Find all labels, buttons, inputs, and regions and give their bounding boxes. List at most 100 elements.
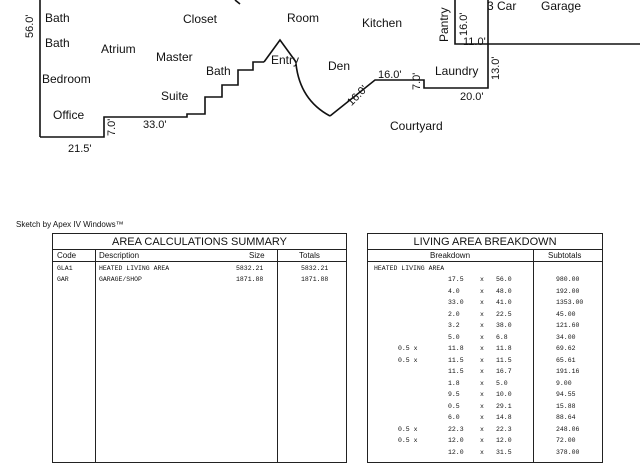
room-label-3-car: 3 Car — [487, 0, 517, 13]
breakdown-width: 29.1 — [496, 402, 512, 410]
multiply-sign: x — [480, 276, 484, 283]
breakdown-length: 9.5 — [448, 391, 460, 398]
multiply-sign: x — [480, 356, 484, 364]
breakdown-length: 4.0 — [448, 287, 460, 295]
breakdown-width: 12.0 — [496, 437, 512, 444]
breakdown-subtotal: 980.00 — [556, 276, 580, 283]
multiply-sign: x — [480, 368, 484, 375]
dim-20-laundry: 20.0' — [460, 91, 484, 103]
room-label-atrium: Atrium — [101, 42, 136, 56]
breakdown-section-label: HEATED LIVING AREA — [374, 265, 445, 272]
breakdown-subtotal: 72.00 — [556, 437, 576, 444]
table-cell-code: GAR — [57, 276, 69, 283]
breakdown-length: 2.0 — [448, 310, 460, 318]
entry-arc — [295, 63, 331, 117]
divider — [368, 249, 602, 250]
column-divider — [533, 249, 534, 462]
room-label-master: Master — [156, 50, 193, 64]
area-summary-panel: AREA CALCULATIONS SUMMARY Code Descripti… — [52, 233, 347, 463]
breakdown-subtotal: 34.00 — [556, 333, 576, 341]
breakdown-width: 14.8 — [496, 414, 512, 421]
breakdown-factor: 0.5 x — [398, 345, 418, 352]
entry-gable — [263, 38, 297, 63]
room-label-closet: Closet — [183, 12, 218, 26]
room-label-pantry: Pantry — [437, 7, 451, 42]
dim-21-5-south: 21.5' — [68, 143, 92, 155]
column-divider — [95, 249, 96, 462]
dim-33-south: 33.0' — [143, 119, 167, 131]
multiply-sign: x — [480, 322, 484, 329]
room-label-bedroom: Bedroom — [42, 72, 91, 86]
breakdown-subtotal: 65.61 — [556, 356, 576, 364]
breakdown-length: 3.2 — [448, 322, 460, 329]
breakdown-length: 1.8 — [448, 379, 460, 387]
room-label-den: Den — [328, 59, 351, 73]
room-label-bath-top: Bath — [45, 11, 70, 25]
sketch-credit: Sketch by Apex IV Windows™ — [16, 220, 124, 229]
column-divider — [277, 249, 278, 462]
breakdown-subtotal: 15.88 — [556, 402, 576, 410]
room-label-kitchen: Kitchen — [362, 16, 403, 30]
breakdown-width: 22.3 — [496, 425, 512, 433]
table-cell-size: 5832.21 — [236, 265, 264, 272]
dim-11-pantry: 11.0' — [463, 36, 486, 48]
room-label-bath: Bath — [45, 36, 70, 50]
breakdown-width: 11.8 — [496, 345, 512, 352]
breakdown-subtotal: 9.00 — [556, 379, 572, 387]
breakdown-length: 6.0 — [448, 414, 460, 421]
living-area-breakdown-panel: LIVING AREA BREAKDOWN Breakdown Subtotal… — [367, 233, 603, 463]
floor-plan-sketch: Bath Bath Bedroom Office Atrium Closet M… — [0, 0, 640, 200]
table-cell-size: 1871.88 — [236, 276, 264, 283]
table-cell-code: GLA1 — [57, 265, 73, 272]
room-label-bath-master: Bath — [206, 64, 231, 78]
multiply-sign: x — [480, 391, 484, 398]
breakdown-length: 33.0 — [448, 299, 464, 306]
breakdown-width: 56.0 — [496, 276, 512, 283]
multiply-sign: x — [480, 402, 484, 410]
breakdown-width: 38.0 — [496, 322, 512, 329]
breakdown-width: 41.0 — [496, 299, 512, 306]
multiply-sign: x — [480, 333, 484, 341]
breakdown-length: 22.3 — [448, 425, 464, 433]
breakdown-width: 11.5 — [496, 356, 512, 364]
multiply-sign: x — [480, 299, 484, 306]
breakdown-length: 12.0 — [448, 448, 464, 456]
east-south-wall — [329, 50, 489, 117]
table-cell-description: HEATED LIVING AREA — [99, 265, 170, 272]
dim-7-laundry: 7.0' — [411, 72, 423, 90]
multiply-sign: x — [480, 287, 484, 295]
breakdown-length: 12.0 — [448, 437, 464, 444]
breakdown-subtotal: 1353.00 — [556, 299, 584, 306]
divider — [368, 261, 602, 262]
breakdown-factor: 0.5 x — [398, 425, 418, 433]
breakdown-length: 17.5 — [448, 276, 464, 283]
breakdown-subtotal: 248.06 — [556, 425, 580, 433]
floor-plan-outline — [39, 0, 640, 138]
dim-56-west: 56.0' — [24, 14, 36, 38]
top-mark — [234, 0, 241, 5]
divider — [53, 261, 346, 262]
col-header-code: Code — [57, 251, 77, 260]
breakdown-width: 5.0 — [496, 379, 508, 387]
multiply-sign: x — [480, 448, 484, 456]
breakdown-subtotal: 94.55 — [556, 391, 576, 398]
breakdown-subtotal: 191.16 — [556, 368, 580, 375]
col-header-breakdown: Breakdown — [430, 251, 471, 260]
multiply-sign: x — [480, 414, 484, 421]
breakdown-subtotal: 378.00 — [556, 448, 580, 456]
breakdown-subtotal: 69.62 — [556, 345, 576, 352]
breakdown-title: LIVING AREA BREAKDOWN — [413, 236, 557, 248]
multiply-sign: x — [480, 425, 484, 433]
breakdown-subtotal: 88.64 — [556, 414, 576, 421]
breakdown-width: 6.8 — [496, 333, 508, 341]
table-cell-total: 5832.21 — [301, 265, 329, 272]
multiply-sign: x — [480, 437, 484, 444]
room-label-garage: Garage — [541, 0, 582, 13]
multiply-sign: x — [480, 310, 484, 318]
table-cell-description: GARAGE/SHOP — [99, 276, 142, 283]
room-label-room: Room — [287, 11, 320, 25]
breakdown-factor: 0.5 x — [398, 356, 418, 364]
col-header-subtotals: Subtotals — [548, 251, 582, 260]
breakdown-length: 11.5 — [448, 356, 464, 364]
breakdown-subtotal: 192.00 — [556, 287, 580, 295]
